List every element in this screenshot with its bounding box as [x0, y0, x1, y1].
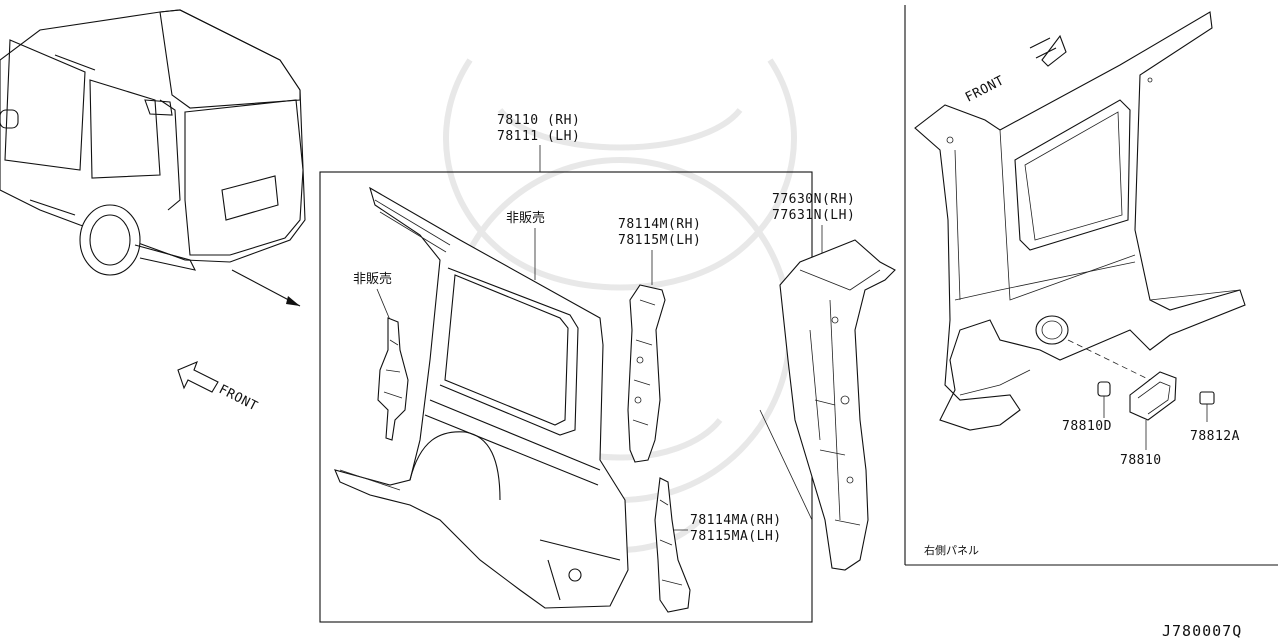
label-78810: 78810 [1120, 453, 1162, 468]
label-78111: 78111 (LH) [497, 129, 580, 144]
not-sold-label-small: 非販売 [353, 271, 392, 287]
inner-panel-77630n [779, 239, 896, 571]
bracket-part-small [377, 317, 409, 441]
grommet-78810d [1097, 381, 1111, 418]
label-78812a: 78812A [1190, 429, 1240, 444]
view-arrow [231, 269, 301, 307]
screw-78812a [1199, 391, 1215, 422]
van-overview [0, 9, 306, 276]
label-78114ma: 78114MA(RH) [690, 513, 782, 528]
front-arrow-right-icon: FRONT [963, 34, 1067, 106]
label-78110: 78110 (RH) [497, 113, 580, 128]
label-77631n: 77631N(LH) [772, 208, 855, 223]
front-label-left: FRONT [216, 382, 260, 414]
not-sold-label-main: 非販売 [506, 210, 545, 226]
right-panel-note: 右側パネル [924, 543, 979, 557]
diagram-code: J780007Q [1162, 622, 1242, 639]
rear-body-assembly [914, 11, 1246, 431]
fuel-lid-78810 [1129, 371, 1177, 450]
side-panel-78110 [334, 186, 629, 609]
front-label-right: FRONT [963, 73, 1007, 105]
front-arrow-icon: FRONT [177, 360, 260, 414]
pillar-upper-78114m [627, 284, 666, 463]
label-78810d: 78810D [1062, 419, 1112, 434]
label-78114m: 78114M(RH) [618, 217, 701, 232]
label-78115ma: 78115MA(LH) [690, 529, 782, 544]
label-77630n: 77630N(RH) [772, 192, 855, 207]
label-78115m: 78115M(LH) [618, 233, 701, 248]
pillar-lower-78114ma [654, 477, 691, 613]
